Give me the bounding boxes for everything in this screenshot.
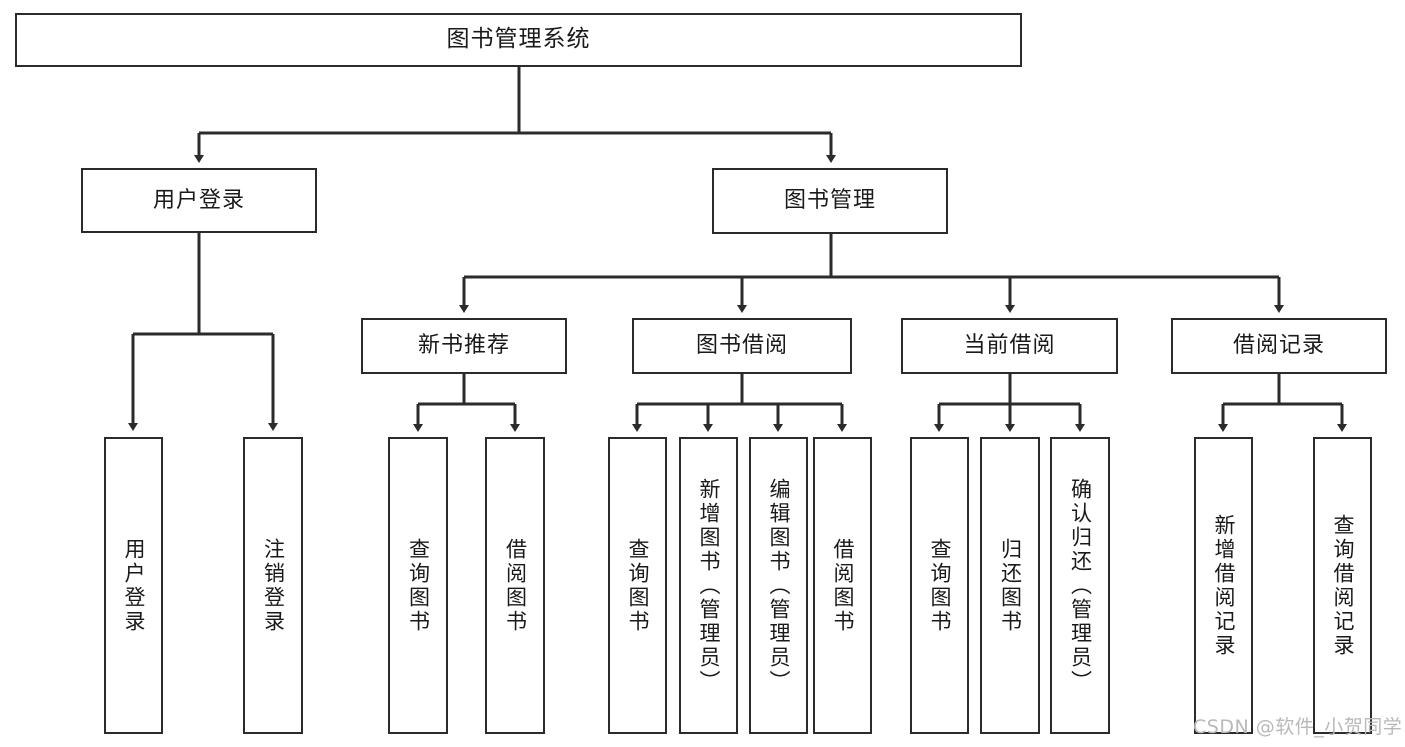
leaf-new-book-borrow[interactable]: 借阅图书	[485, 437, 545, 734]
node-user-login[interactable]: 用户登录	[81, 168, 317, 233]
leaf-current-borrow-return[interactable]: 归还图书	[980, 437, 1040, 734]
leaf-borrow-record-add[interactable]: 新增借阅记录	[1194, 437, 1253, 734]
node-label: 查询借阅记录	[1331, 513, 1355, 658]
node-label: 新增图书（管理员）	[697, 477, 721, 694]
node-root-system[interactable]: 图书管理系统	[15, 13, 1022, 67]
node-label: 查询图书	[406, 537, 431, 634]
node-book-management[interactable]: 图书管理	[712, 168, 948, 234]
leaf-book-borrow-edit[interactable]: 编辑图书（管理员）	[749, 437, 808, 734]
node-label: 查询图书	[626, 537, 650, 634]
leaf-book-borrow-borrow[interactable]: 借阅图书	[813, 437, 872, 734]
leaf-user-login-login[interactable]: 用户登录	[104, 437, 163, 734]
node-label: 借阅记录	[1232, 333, 1325, 359]
node-label: 新书推荐	[417, 333, 510, 359]
leaf-new-book-query[interactable]: 查询图书	[388, 437, 448, 734]
node-label: 借阅图书	[831, 537, 855, 634]
leaf-current-borrow-confirm[interactable]: 确认归还（管理员）	[1050, 437, 1110, 734]
node-label: 图书借阅	[695, 333, 788, 359]
leaf-book-borrow-add[interactable]: 新增图书（管理员）	[679, 437, 738, 734]
node-current-borrow[interactable]: 当前借阅	[901, 318, 1118, 374]
node-label: 图书管理系统	[446, 26, 591, 53]
node-new-book-recommend[interactable]: 新书推荐	[361, 318, 567, 374]
node-label: 归还图书	[998, 537, 1023, 634]
node-label: 借阅图书	[503, 537, 528, 634]
node-book-borrow[interactable]: 图书借阅	[632, 318, 852, 374]
node-label: 用户登录	[152, 187, 245, 213]
node-label: 注销登录	[261, 537, 286, 634]
leaf-book-borrow-query[interactable]: 查询图书	[608, 437, 667, 734]
leaf-user-login-logout[interactable]: 注销登录	[243, 437, 303, 734]
leaf-current-borrow-query[interactable]: 查询图书	[910, 437, 969, 734]
node-label: 新增借阅记录	[1212, 513, 1236, 658]
node-borrow-record[interactable]: 借阅记录	[1171, 318, 1387, 374]
node-label: 查询图书	[928, 537, 952, 634]
node-label: 编辑图书（管理员）	[767, 477, 791, 694]
node-label: 确认归还（管理员）	[1068, 477, 1093, 694]
watermark-text: CSDN @软件_小贺同学	[1193, 716, 1403, 738]
node-label: 用户登录	[122, 537, 146, 634]
leaf-borrow-record-query[interactable]: 查询借阅记录	[1313, 437, 1372, 734]
node-label: 当前借阅	[963, 333, 1056, 359]
node-label: 图书管理	[783, 188, 876, 214]
